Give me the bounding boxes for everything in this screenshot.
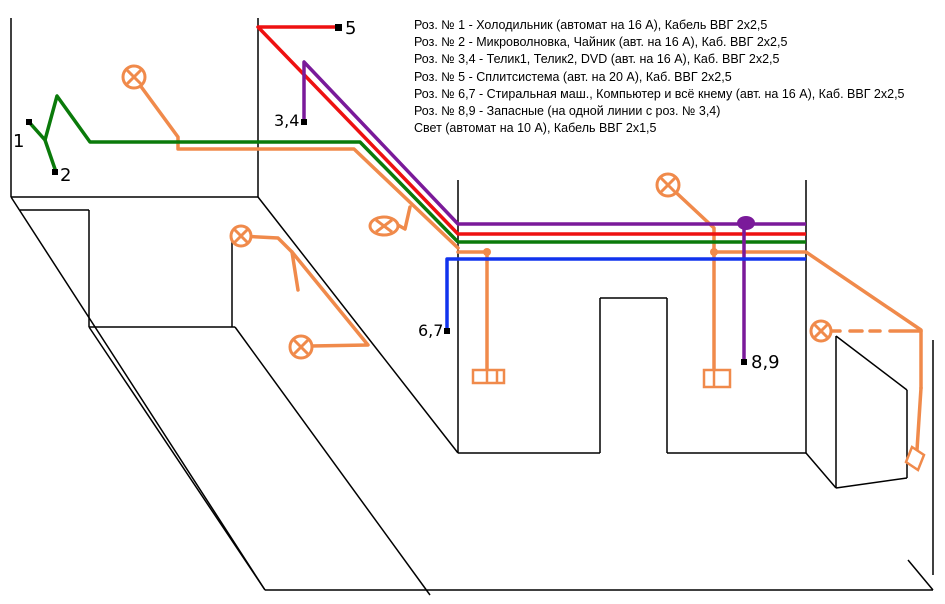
lamp-icon-5 — [655, 172, 681, 198]
side-door-bottom — [835, 477, 908, 489]
green-circuit — [27, 94, 806, 244]
lamp-icon-2 — [368, 215, 400, 237]
socket-marker-67 — [444, 328, 450, 334]
switch-icon-3 — [904, 445, 926, 472]
legend-item-light: Свет (автомат на 10 А), Кабель ВВГ 2х1,5 — [414, 121, 657, 136]
floor-mid-diagonal-2 — [257, 196, 459, 454]
blue-circuit — [445, 257, 806, 331]
socket-marker-89 — [741, 359, 747, 365]
red-circuit — [256, 25, 806, 236]
switch-icon-2 — [702, 368, 732, 389]
purple-circuit — [302, 60, 806, 362]
side-door-top — [835, 335, 908, 391]
lamp-icon-3 — [229, 224, 253, 248]
socket-label-2: 2 — [60, 165, 71, 186]
floor-front-diag — [907, 559, 934, 591]
green-line-diag — [27, 94, 460, 244]
legend-item-sockets-1: Роз. № 1 - Холодильник (автомат на 16 А)… — [414, 18, 768, 32]
socket-markers — [26, 24, 747, 365]
socket-marker-1 — [26, 119, 32, 125]
purple-line-main — [302, 60, 806, 226]
lamp-icon-4 — [288, 334, 314, 360]
purple-junction — [737, 216, 755, 230]
switch-icon-1 — [471, 368, 506, 385]
light-line-3 — [239, 234, 300, 292]
junction-dot-2 — [710, 248, 718, 256]
junction-dot-1 — [483, 248, 491, 256]
light-line-5 — [456, 250, 489, 375]
socket-label-5: 5 — [345, 18, 356, 39]
socket-marker-5 — [335, 24, 342, 31]
socket-label-34: 3,4 — [274, 111, 299, 130]
legend: Роз. № 1 - Холодильник (автомат на 16 А)… — [414, 17, 934, 137]
legend-item-sockets-5: Роз. № 5 - Сплитсистема (авт. на 20 А), … — [414, 69, 732, 84]
light-line-6 — [666, 183, 923, 390]
switches — [471, 248, 926, 472]
socket-label-1: 1 — [13, 131, 24, 152]
socket-label-67: 6,7 — [418, 321, 443, 340]
green-line-to-2 — [43, 139, 58, 173]
lamp-icon-1 — [121, 64, 147, 90]
lamps — [121, 64, 833, 360]
legend-item-sockets-67: Роз. № 6,7 - Стиральная маш., Компьютер … — [414, 86, 905, 101]
legend-item-sockets-34: Роз. № 3,4 - Телик1, Телик2, DVD (авт. н… — [414, 52, 780, 67]
floor-mid-diagonal — [234, 326, 431, 596]
lamp-icon-6 — [809, 319, 833, 343]
floor-diagonal-left — [10, 196, 266, 591]
blue-line — [445, 257, 806, 331]
legend-item-sockets-2: Роз. № 2 - Микроволновка, Чайник (авт. н… — [414, 35, 788, 50]
socket-label-89: 8,9 — [751, 352, 780, 373]
red-line — [256, 25, 806, 236]
socket-marker-2 — [52, 169, 58, 175]
wall-right-floor-diag — [805, 452, 837, 489]
socket-marker-34 — [301, 119, 307, 125]
floor-inner-diagonal — [88, 326, 266, 591]
legend-item-sockets-89: Роз. № 8,9 - Запасные (на одной линии с … — [414, 104, 721, 119]
light-line-4 — [290, 250, 370, 348]
light-line-1 — [132, 75, 460, 250]
light-line-10 — [915, 386, 923, 452]
